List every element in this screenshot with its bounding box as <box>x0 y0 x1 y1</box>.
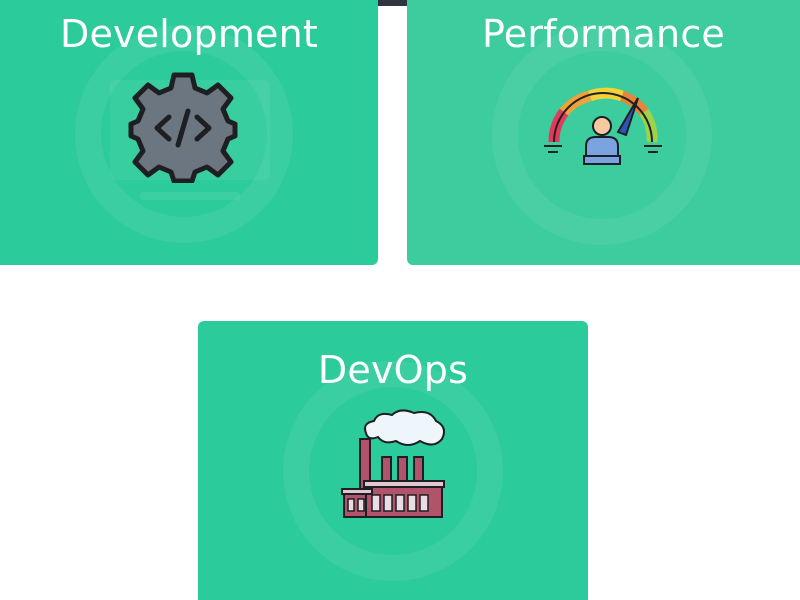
speedometer-user-icon <box>540 80 665 184</box>
card-title-development: Development <box>59 12 318 56</box>
card-title-performance: Performance <box>481 12 725 56</box>
performance-card[interactable]: Performance <box>407 0 800 265</box>
development-card[interactable]: Development <box>0 0 378 265</box>
top-bar <box>0 0 800 6</box>
gear-code-icon <box>128 68 238 187</box>
card-title-devops: DevOps <box>317 348 469 392</box>
factory-icon <box>338 405 453 524</box>
devops-card[interactable]: DevOps <box>198 321 588 600</box>
